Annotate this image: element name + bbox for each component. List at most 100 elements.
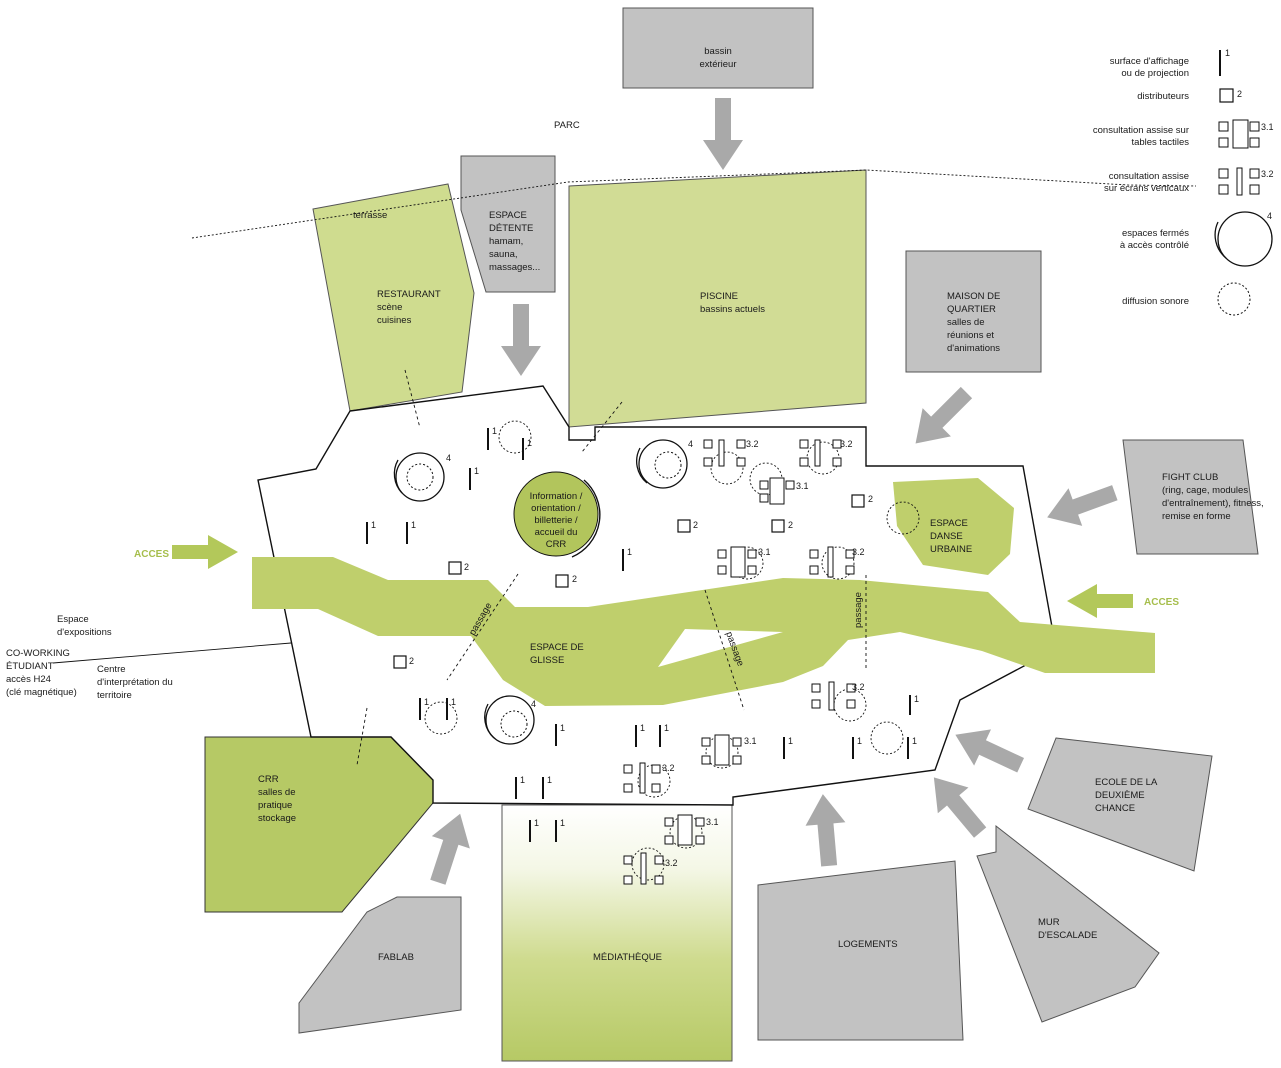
- arrow-from-fightclub: [1047, 485, 1118, 526]
- mediatheque-block: [501, 804, 733, 1062]
- access-arrows: [172, 98, 1133, 885]
- svg-text:3.1: 3.1: [744, 736, 757, 746]
- arrow-from-ecole-2: [933, 777, 987, 838]
- arrow-acces-left: [172, 535, 238, 569]
- glisse-band: [252, 557, 1155, 706]
- svg-text:1: 1: [424, 697, 429, 707]
- closed-space-3: [484, 695, 535, 745]
- arrow-down-detente: [501, 304, 541, 376]
- legend-num-2: 2: [1237, 89, 1242, 99]
- svg-text:1: 1: [492, 426, 497, 436]
- svg-text:1: 1: [627, 547, 632, 557]
- arrow-from-fablab: [430, 813, 470, 885]
- svg-text:1: 1: [527, 438, 532, 448]
- svg-text:1: 1: [474, 466, 479, 476]
- danse-urbaine-zone: [893, 478, 1014, 575]
- parc-label: PARC: [554, 120, 580, 131]
- svg-text:1: 1: [788, 736, 793, 746]
- arrow-from-logements: [805, 794, 846, 867]
- legend-tables-symbol: [1218, 119, 1260, 149]
- zone-dividers: [356, 369, 867, 766]
- svg-text:2: 2: [464, 562, 469, 572]
- piscine-block: [568, 169, 867, 428]
- fablab-block: [298, 896, 462, 1034]
- svg-text:1: 1: [560, 723, 565, 733]
- svg-text:2: 2: [868, 494, 873, 504]
- svg-text:3.2: 3.2: [852, 547, 865, 557]
- closed-space-1: [393, 452, 445, 502]
- arrow-acces-right: [1067, 584, 1133, 618]
- legend-distributor-symbol: [1219, 88, 1234, 103]
- ecole-block: [1027, 737, 1213, 872]
- svg-text:1: 1: [411, 520, 416, 530]
- svg-text:1: 1: [547, 775, 552, 785]
- svg-text:1: 1: [451, 697, 456, 707]
- svg-text:2: 2: [693, 520, 698, 530]
- svg-text:4: 4: [531, 699, 536, 709]
- svg-text:4: 4: [446, 453, 451, 463]
- closed-space-2: [636, 439, 688, 489]
- legend-num-1: 1: [1225, 48, 1230, 58]
- arrow-from-ecole-1: [955, 729, 1025, 773]
- svg-text:2: 2: [409, 656, 414, 666]
- svg-text:2: 2: [788, 520, 793, 530]
- buildings: [204, 7, 1259, 1062]
- svg-text:1: 1: [560, 818, 565, 828]
- fablab-label: FABLAB: [378, 952, 414, 963]
- fight-club-block: [1122, 439, 1259, 555]
- svg-text:2: 2: [572, 574, 577, 584]
- acces-left-label: ACCES: [134, 549, 169, 560]
- svg-text:1: 1: [520, 775, 525, 785]
- legend-label-2: distributeurs: [1137, 91, 1189, 102]
- bassin-block: [622, 7, 814, 89]
- info-desk-label: Information /orientation /billetterie /a…: [530, 491, 583, 550]
- svg-text:3.2: 3.2: [840, 439, 853, 449]
- logements-label: LOGEMENTS: [838, 939, 898, 950]
- logements-block: [757, 860, 964, 1041]
- svg-text:3.2: 3.2: [665, 858, 678, 868]
- svg-text:3.2: 3.2: [746, 439, 759, 449]
- arrow-down-bassin: [703, 98, 743, 170]
- legend-label-6: diffusion sonore: [1122, 296, 1189, 307]
- espace-detente-block: [460, 155, 556, 293]
- svg-text:3.1: 3.1: [706, 817, 719, 827]
- crr-block: [204, 736, 434, 913]
- mur-escalade-block: [976, 824, 1160, 1023]
- svg-text:1: 1: [857, 736, 862, 746]
- legend-num-4: 3.2: [1261, 169, 1274, 179]
- svg-text:3.1: 3.1: [796, 481, 809, 491]
- distributors: [393, 494, 865, 669]
- closed-spaces: [393, 439, 688, 745]
- svg-text:1: 1: [664, 723, 669, 733]
- svg-text:3.1: 3.1: [758, 547, 771, 557]
- acces-right-label: ACCES: [1144, 597, 1179, 608]
- svg-text:1: 1: [534, 818, 539, 828]
- mediatheque-label: MÉDIATHÈQUE: [593, 952, 662, 963]
- information-desk: [513, 471, 601, 558]
- svg-text:3.2: 3.2: [852, 682, 865, 692]
- display-surfaces: [366, 428, 911, 842]
- svg-text:3.2: 3.2: [662, 763, 675, 773]
- svg-text:1: 1: [914, 694, 919, 704]
- svg-text:1: 1: [371, 520, 376, 530]
- legend-num-5: 4: [1267, 211, 1272, 221]
- passage-label-3: passage: [853, 592, 864, 628]
- parc-boundary-line: [191, 169, 1197, 239]
- legend-num-3: 3.1: [1261, 122, 1274, 132]
